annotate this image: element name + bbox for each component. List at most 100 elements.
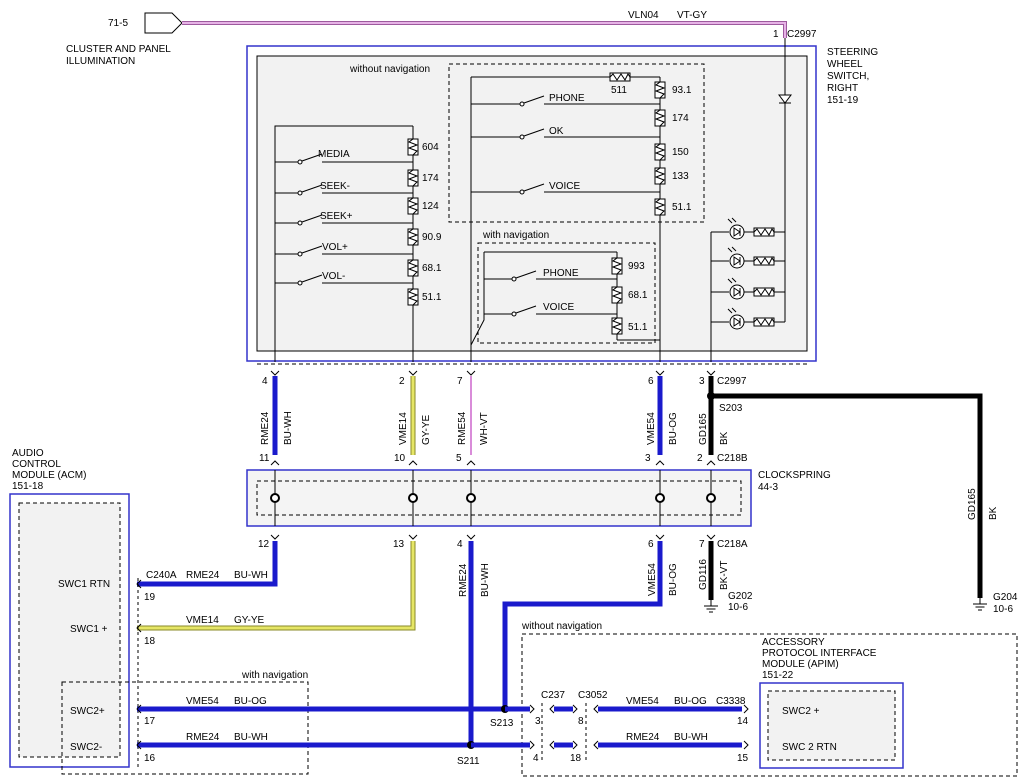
wire-circuit-label: VLN04 xyxy=(628,10,659,21)
module-name-2: CONTROL xyxy=(12,459,61,470)
diagram-label: 4 xyxy=(262,376,268,387)
acm-wire-swc2-minus: 16 RME24 BU-WH xyxy=(136,732,471,764)
diagram-label: 15 xyxy=(737,753,749,764)
diagram-label: WH-VT xyxy=(479,412,490,445)
pin-label-swc2-plus: SWC2+ xyxy=(70,706,105,717)
diagram-label: 68.1 xyxy=(422,263,442,274)
diagram-label: 124 xyxy=(422,201,439,212)
resistor-133: 133 xyxy=(654,167,689,185)
module-inner xyxy=(256,55,808,352)
diagram-label: BU-OG xyxy=(668,412,679,445)
wire-gd165-ground-run: GD165 BK G204 10-6 xyxy=(711,393,1018,615)
clockspring-contact xyxy=(706,493,716,503)
diagram-label: GY-YE xyxy=(234,615,265,626)
pin-label-swc2-plus: SWC2 + xyxy=(782,706,820,717)
diagram-label: 17 xyxy=(144,716,156,727)
wire-gd116-lower: 7 C218A GD116 BK-VT G202 10-6 xyxy=(698,534,753,613)
diagram-label: 511 xyxy=(611,85,627,96)
diagram-label: GD165 xyxy=(967,488,978,520)
clockspring-contact xyxy=(466,493,476,503)
diagram-label: VME14 xyxy=(186,615,219,626)
diagram-label: BK xyxy=(719,431,730,445)
illumination-label-1: CLUSTER AND PANEL xyxy=(66,44,171,55)
diagram-label: RME24 xyxy=(186,570,220,581)
pin-label-swc1-rtn: SWC1 RTN xyxy=(58,579,110,590)
wire-rme24-lower: 4 RME24 BU-WH xyxy=(457,534,491,745)
diagram-label: 68.1 xyxy=(628,290,648,301)
diagram-label: GD165 xyxy=(698,413,709,445)
connector-label: C218A xyxy=(717,539,748,550)
apim-without-nav-block xyxy=(521,633,1018,777)
diagram-label: BU-WH xyxy=(234,732,268,743)
illumination-label-2: ILLUMINATION xyxy=(66,56,135,67)
diagram-label: 7 xyxy=(699,539,705,550)
diagram-label: S211 xyxy=(457,756,480,767)
led-4 xyxy=(711,307,785,330)
diagram-label: RME24 xyxy=(626,732,660,743)
pin-label: 1 xyxy=(773,29,779,40)
diagram-label: 174 xyxy=(422,173,439,184)
diagram-label: 2 xyxy=(399,376,405,387)
pin-label-swc2-minus: SWC2- xyxy=(70,742,102,753)
acm-wire-swc1-rtn: 19 RME24 BU-WH xyxy=(136,570,268,603)
switch-seek-plus: SEEK+ xyxy=(275,211,413,226)
pin-label-swc2-rtn: SWC 2 RTN xyxy=(782,742,837,753)
diagram-label: 6 xyxy=(648,539,654,550)
module-name-2: WHEEL xyxy=(827,59,863,70)
clockspring-contact xyxy=(655,493,665,503)
diagram-label: 18 xyxy=(570,753,582,764)
switch-voice-nonav: VOICE xyxy=(471,181,660,195)
connector-label: C237 xyxy=(541,690,565,701)
diagram-label: 3 xyxy=(645,453,651,464)
diagram-label: 51.1 xyxy=(672,202,692,213)
diagram-label: 10 xyxy=(394,453,406,464)
resistor-174-nonav: 174 xyxy=(654,109,689,127)
diagram-label: 12 xyxy=(258,539,270,550)
diagram-label: S203 xyxy=(719,403,743,414)
module-inner xyxy=(18,502,121,758)
diagram-label: OK xyxy=(549,126,564,137)
module-inner xyxy=(767,690,896,761)
module-name-1: AUDIO xyxy=(12,448,44,459)
module-ref: 151-19 xyxy=(827,95,859,106)
switch-voice-nav: VOICE xyxy=(484,302,617,317)
module-ref: 151-18 xyxy=(12,481,44,492)
diagram-label: VOICE xyxy=(549,181,580,192)
diagram-label: BU-OG xyxy=(674,696,707,707)
diagram-label: 7 xyxy=(457,376,463,387)
clockspring-contact xyxy=(408,493,418,503)
diagram-label: S213 xyxy=(490,718,514,729)
resistor-51-1: 51.1 xyxy=(407,288,442,306)
module-ref: 151-22 xyxy=(762,670,794,681)
clockspring-ref: 44-3 xyxy=(758,482,778,493)
module-name-1: STEERING xyxy=(827,47,878,58)
switch-media: MEDIA xyxy=(275,149,413,165)
diagram-label: RME24 xyxy=(260,411,271,445)
diagram-label: 604 xyxy=(422,142,439,153)
diagram-label: VME54 xyxy=(646,412,657,445)
clockspring-contact xyxy=(270,493,280,503)
resistor-93-1: 93.1 xyxy=(654,81,692,99)
switch-ok-nonav: OK xyxy=(471,126,660,140)
diagram-label: 90.9 xyxy=(422,232,442,243)
wire-gd165-upper: 3 C2997 S203 GD165 BK 2 C218B xyxy=(697,370,748,466)
diagram-label: 51.1 xyxy=(422,292,442,303)
apim-wire-swc2-rtn: RME24 BU-WH xyxy=(471,732,749,750)
module-name-3: SWITCH, xyxy=(827,71,869,82)
diagram-label: BU-WH xyxy=(480,563,491,597)
wire-rme54-upper: 7 RME54 WH-VT 5 xyxy=(456,370,490,466)
led-1 xyxy=(711,217,785,240)
resistor-150: 150 xyxy=(654,143,689,161)
connector-label: C218B xyxy=(717,453,748,464)
module-name-1: ACCESSORY xyxy=(762,637,825,648)
diagram-label: VOICE xyxy=(543,302,574,313)
led-2 xyxy=(711,246,785,269)
diagram-label: 8 xyxy=(578,716,584,727)
wire-vme14-lower: 13 xyxy=(137,534,418,631)
variant-label: without navigation xyxy=(349,64,430,75)
diagram-label: 10-6 xyxy=(993,604,1013,615)
acm-wire-swc1-plus: 18 VME14 GY-YE xyxy=(136,615,265,647)
diagram-label: VME54 xyxy=(186,696,219,707)
resistor-993: 993 xyxy=(611,257,645,275)
